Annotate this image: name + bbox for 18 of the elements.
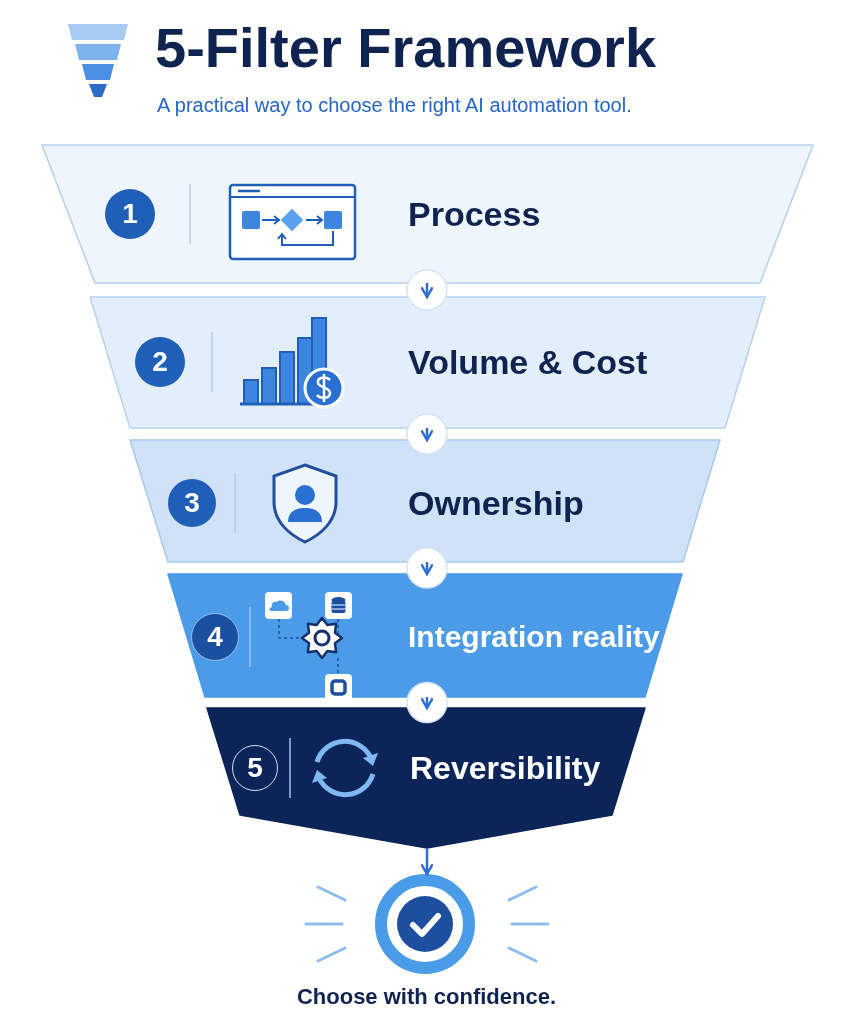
funnel-band bbox=[207, 708, 645, 848]
title: 5-Filter Framework bbox=[155, 16, 657, 80]
arrow bbox=[420, 697, 434, 710]
stage-title: Reversibility bbox=[410, 749, 601, 788]
stage-title: Process bbox=[408, 194, 541, 234]
caption-text: Choose with confidence. bbox=[295, 984, 558, 1010]
arrow bbox=[420, 848, 434, 876]
stage-title: Ownership bbox=[408, 483, 584, 523]
subtitle: A practical way to choose the right AI automation tool. bbox=[157, 94, 632, 117]
stage-title: Integration reality bbox=[408, 619, 660, 655]
arrow bbox=[420, 428, 434, 442]
arrow bbox=[420, 283, 434, 299]
funnel-band bbox=[42, 145, 813, 283]
funnel-band bbox=[90, 297, 765, 428]
stage-title: Volume & Cost bbox=[408, 342, 648, 382]
funnel-band bbox=[130, 440, 720, 562]
funnel-band bbox=[168, 574, 682, 697]
arrow bbox=[420, 562, 434, 576]
